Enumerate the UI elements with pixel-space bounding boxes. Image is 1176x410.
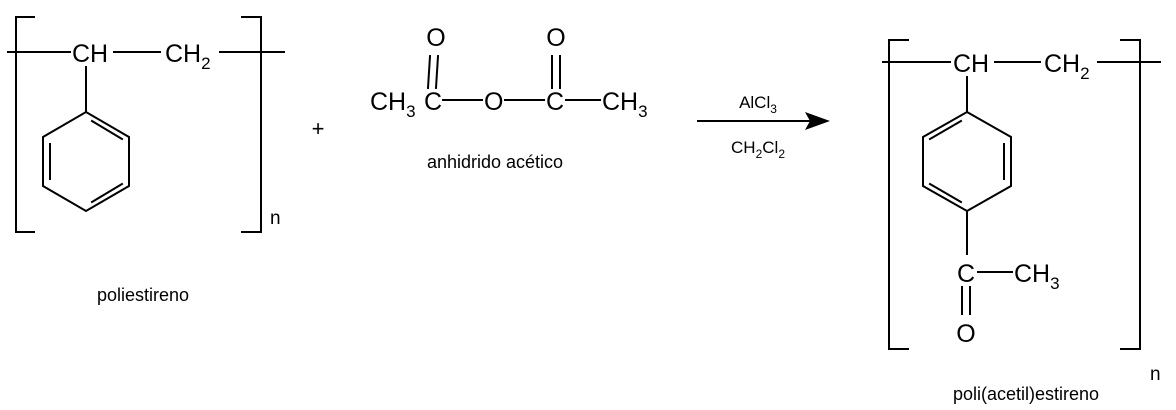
ch3-right-label: CH3 <box>602 88 648 121</box>
left-bracket <box>15 16 35 233</box>
arrow-head <box>805 112 830 130</box>
ch2-label: CH2 <box>165 40 211 73</box>
catalyst-label: AlCl3 <box>739 93 777 116</box>
carbonyl-double-bond <box>426 54 432 90</box>
carbonyl-double-bond <box>434 54 440 90</box>
polystyrene-structure: CH CH2 n poliestireno <box>7 16 285 305</box>
o-bridge-label: O <box>484 88 503 116</box>
product-name: poli(acetil)estireno <box>953 384 1099 404</box>
ch-label: CH <box>953 50 989 78</box>
ch3-left-label: CH3 <box>370 88 416 121</box>
polystyrene-name: poliestireno <box>97 285 189 305</box>
poly-acetylstyrene-structure: CH CH2 C CH3 O n poli(acetil)estireno <box>882 39 1161 404</box>
solvent-label: CH2Cl2 <box>731 138 785 161</box>
phenyl-ring <box>922 110 1012 213</box>
c-left-label: C <box>424 88 442 116</box>
left-bracket <box>888 39 909 350</box>
repeat-unit-n: n <box>270 208 281 229</box>
ring-double-bond <box>928 182 963 204</box>
phenyl-ring <box>42 110 130 213</box>
o-left-label: O <box>426 24 445 52</box>
plus-sign: + <box>312 116 325 141</box>
anhydride-name: anhidrido acético <box>427 152 563 172</box>
c-right-label: C <box>546 88 564 116</box>
right-bracket <box>1120 39 1141 350</box>
ring-double-bond <box>90 119 124 141</box>
acetic-anhydride-structure: O O CH3 C O C CH3 anhidrido acético <box>370 24 648 172</box>
repeat-unit-n: n <box>1150 364 1161 385</box>
ch-label: CH <box>72 40 108 68</box>
o-right-label: O <box>546 24 565 52</box>
right-bracket <box>241 16 262 233</box>
o-label: O <box>956 320 975 348</box>
c-label: C <box>957 260 975 288</box>
ring-double-bond <box>928 119 963 141</box>
ch2-label: CH2 <box>1044 50 1090 83</box>
reaction-arrow-group: AlCl3 CH2Cl2 <box>697 93 830 161</box>
ring-double-bond <box>90 182 124 204</box>
ch3-label: CH3 <box>1014 260 1060 293</box>
